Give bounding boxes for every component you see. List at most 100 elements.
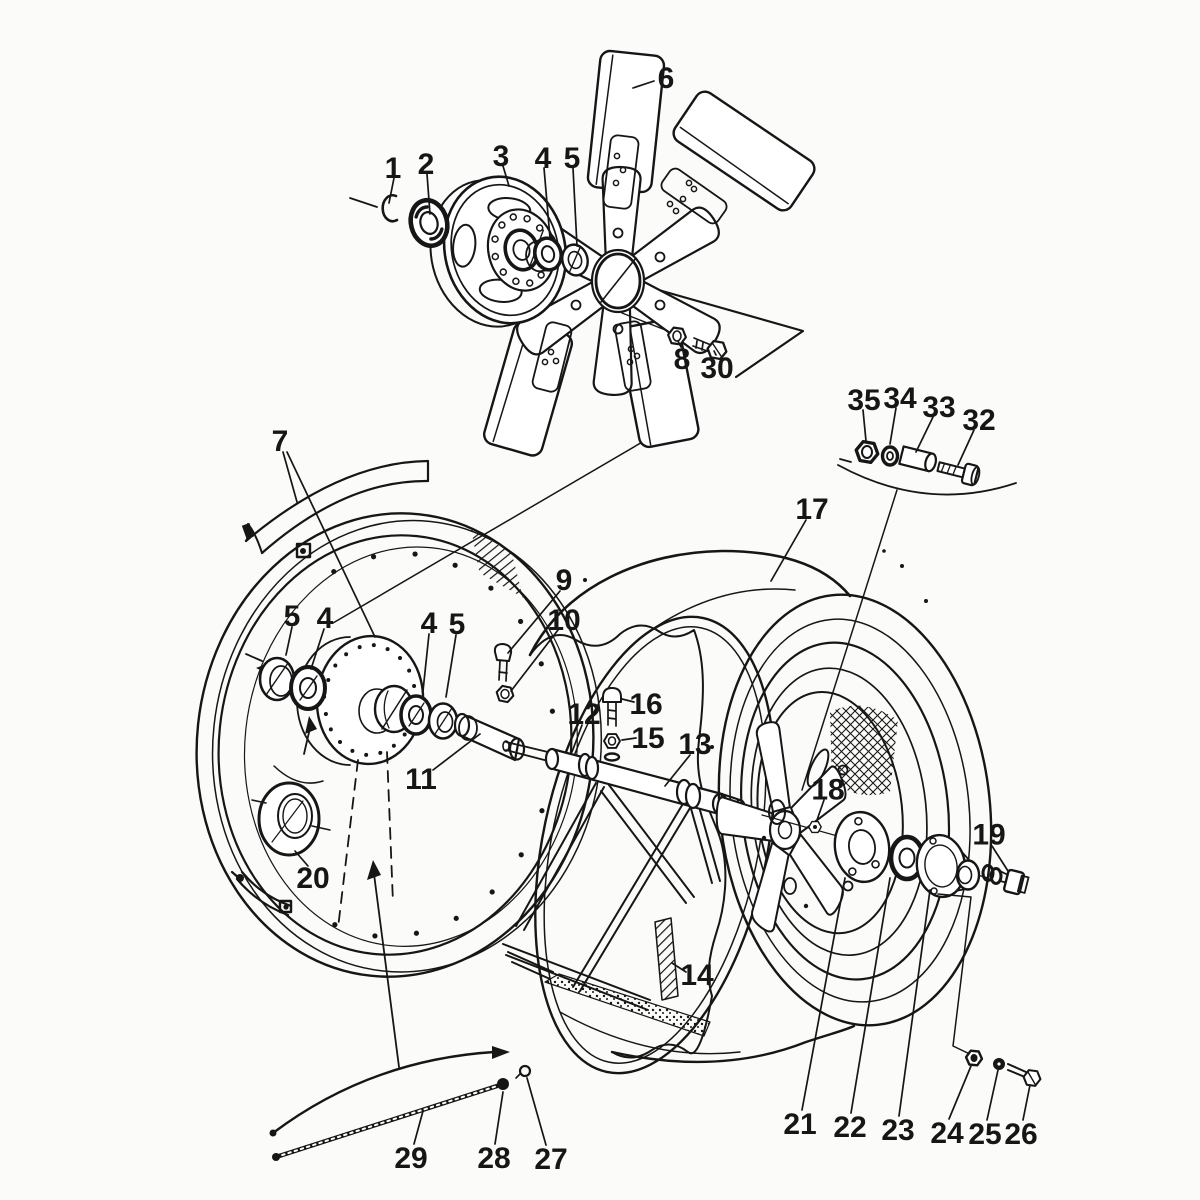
drum-spider [705, 713, 854, 940]
part-label-27: 27 [534, 1143, 567, 1176]
leader-line-5-hub-right [445, 634, 457, 698]
part-label-3: 3 [493, 140, 510, 173]
bearing-2 [408, 197, 450, 249]
part-label-23: 23 [881, 1114, 914, 1147]
leader-line-30 [713, 350, 717, 356]
leader-line-2 [426, 173, 431, 215]
part-label-29: 29 [394, 1142, 427, 1175]
seal-ring-20 [251, 781, 331, 857]
leader-line-15 [621, 737, 637, 741]
leader-line-33 [915, 416, 934, 453]
bolt-32 [936, 461, 981, 487]
part-label-25: 25 [968, 1118, 1001, 1151]
leader-line-26 [1022, 1084, 1031, 1121]
leader-line-11 [432, 733, 481, 771]
leader-line-25 [986, 1069, 999, 1121]
part-label-17: 17 [795, 493, 828, 526]
leader-line-3 [502, 165, 510, 187]
part-label-15: 15 [631, 722, 664, 755]
part-label-21: 21 [783, 1108, 816, 1141]
axle-bolt-16 [602, 687, 622, 762]
drum-front-face [583, 549, 1030, 1058]
wheel-rim [195, 433, 657, 1068]
rivet-marks [541, 152, 698, 366]
part-label-24: 24 [930, 1117, 964, 1150]
leader-line-34 [889, 407, 897, 445]
blade-mount-plates [531, 134, 728, 393]
leader-line-1 [388, 177, 395, 204]
leader-line-29 [413, 1110, 424, 1145]
part-label-20: 20 [296, 862, 329, 895]
leader-line-28 [494, 1091, 504, 1145]
bearing-22 [888, 834, 926, 882]
fan-blade-upper-right [672, 90, 816, 212]
part-label-5-fan: 5 [564, 142, 581, 175]
fastener-trio-24-25-26 [964, 1049, 1043, 1088]
hatched-strut-14 [654, 917, 679, 1001]
spacer-33 [898, 445, 938, 473]
leader-line-35 [862, 409, 867, 442]
alignment-guides [273, 433, 657, 1068]
rim-band-segment [241, 459, 430, 559]
part-label-5-hub-left: 5 [284, 600, 301, 633]
leader-line-16 [621, 698, 635, 703]
part-label-7: 7 [272, 425, 289, 458]
leader-line-20 [294, 850, 309, 867]
rim-bolt-nut [493, 643, 516, 705]
support-frame [502, 687, 746, 1037]
part-label-35: 35 [847, 384, 880, 417]
fan-blade-edge-on [639, 283, 805, 379]
leader-line-7 [282, 451, 298, 503]
threaded-rod-29 [272, 1083, 500, 1161]
leader-line-12 [571, 724, 583, 753]
part-label-9: 9 [556, 564, 573, 597]
leader-line-5-hub-left [285, 626, 293, 656]
fan-mount-fasteners [621, 312, 729, 361]
part-label-1: 1 [385, 152, 402, 185]
leader-line-17 [770, 519, 807, 582]
leader-line-13 [664, 754, 691, 787]
leader-line-8 [677, 340, 682, 348]
fan-assembly [349, 49, 816, 457]
part-label-34: 34 [883, 382, 917, 415]
leader-line-32 [957, 429, 975, 466]
leader-line-5-fan [572, 167, 578, 247]
hub-bearing-left [245, 653, 327, 711]
leader-line-21 [801, 877, 846, 1111]
part-label-14: 14 [680, 959, 714, 992]
shaft-axis-tick [349, 197, 378, 208]
rod-end-28 [497, 1078, 509, 1090]
hub-23 [915, 833, 981, 899]
pulley-assembly [429, 175, 568, 328]
stippled-strip [544, 973, 711, 1037]
part-label-13: 13 [678, 728, 711, 761]
leader-line-27 [526, 1077, 547, 1146]
bolt-19 [981, 864, 1030, 896]
seal-5-fan [561, 243, 589, 277]
rim-band-hook [230, 870, 293, 917]
leader-line-4-fan [543, 167, 551, 239]
part-label-33: 33 [922, 391, 955, 424]
part-label-18: 18 [811, 774, 844, 807]
part-label-6: 6 [658, 62, 675, 95]
drum-assembly [528, 549, 856, 1075]
hub-exploded-axis [761, 810, 1030, 1058]
leader-line-23 [898, 889, 931, 1117]
part-label-10: 10 [547, 604, 580, 637]
leader-line-9 [507, 590, 561, 654]
part-label-8: 8 [674, 343, 691, 376]
rim-holes [331, 551, 555, 939]
leader-line-22 [850, 877, 891, 1114]
hub-bearing-right [399, 694, 526, 762]
part-label-28: 28 [477, 1142, 510, 1175]
part-label-11: 11 [405, 763, 437, 796]
part-label-26: 26 [1004, 1118, 1037, 1151]
part-label-5-hub-right: 5 [449, 608, 466, 641]
eyelet-27 [518, 1064, 532, 1078]
leader-line-4-hub-left [310, 628, 325, 670]
flange-21 [833, 810, 891, 884]
bottom-band-group [269, 1046, 1043, 1161]
